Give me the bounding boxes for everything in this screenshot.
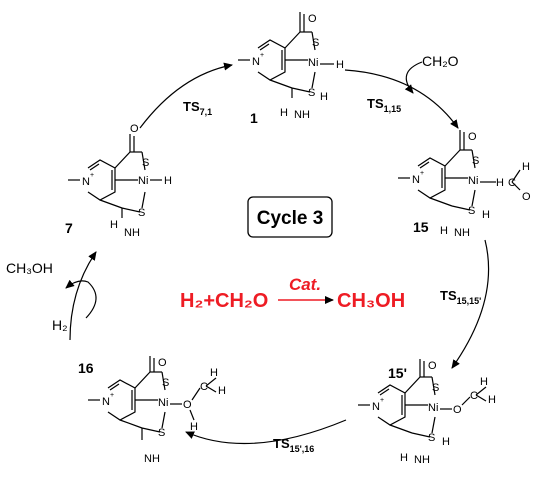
svg-text:H: H [110, 219, 118, 231]
svg-text:N: N [372, 401, 380, 413]
svg-text:O: O [308, 13, 317, 25]
side-species-h2: H₂ [52, 317, 68, 333]
svg-text:Ni: Ni [158, 397, 168, 409]
cycle-arrow-16-to-7 [69, 251, 97, 341]
svg-text:C: C [200, 381, 208, 393]
svg-text:NH: NH [144, 453, 160, 465]
ts-label-15prime-16: TS15',16 [273, 436, 314, 454]
svg-text:+: + [90, 172, 94, 179]
svg-text:NH: NH [124, 227, 140, 239]
compound-label-1: 1 [250, 110, 258, 126]
svg-text:O: O [130, 123, 139, 135]
molecule-15-structure: N + O S Ni H C H O S H H NH [398, 130, 531, 239]
reaction-product: CH₃OH [337, 290, 405, 312]
molecule-15prime-structure: N + O S Ni O C H H S H H NH [358, 359, 496, 466]
svg-text:O: O [428, 360, 437, 372]
reaction-reactants: H₂+CH₂O [180, 290, 268, 312]
svg-text:H: H [336, 59, 344, 71]
svg-text:+: + [420, 170, 424, 177]
svg-text:H: H [440, 225, 448, 237]
ts-label-15-15prime: TS15,15' [440, 288, 481, 306]
svg-text:H: H [218, 385, 226, 397]
svg-text:H: H [280, 107, 288, 119]
svg-text:H: H [400, 452, 408, 464]
ts-label-7-1: TS7,1 [183, 99, 212, 117]
svg-text:NH: NH [454, 227, 470, 239]
svg-text:H: H [488, 394, 496, 406]
svg-text:H: H [190, 421, 198, 433]
cycle-title: Cycle 3 [257, 208, 324, 229]
svg-text:+: + [110, 392, 114, 399]
side-species-ch2o: CH₂O [422, 53, 459, 69]
svg-text:S: S [142, 157, 149, 169]
svg-text:TS1,15: TS1,15 [367, 96, 401, 114]
svg-text:S: S [158, 427, 165, 439]
side-species-ch3oh: CH₃OH [6, 260, 53, 276]
svg-text:H: H [442, 436, 450, 448]
svg-text:C: C [508, 177, 516, 189]
svg-text:TS15',16: TS15',16 [273, 436, 314, 454]
cycle-arrow-15prime-to-16 [185, 419, 347, 445]
svg-text:S: S [432, 382, 439, 394]
svg-text:H: H [480, 376, 488, 388]
svg-text:N: N [102, 396, 110, 408]
svg-text:C: C [470, 390, 478, 402]
molecule-16-structure: N + O S Ni O C H H H S NH [88, 356, 226, 465]
svg-text:H: H [320, 91, 328, 103]
compound-label-7: 7 [65, 220, 73, 236]
svg-text:S: S [468, 205, 475, 217]
svg-text:Ni: Ni [428, 402, 438, 414]
ch2o-input-arrow [404, 61, 423, 94]
svg-text:O: O [453, 404, 462, 416]
svg-text:H: H [210, 367, 218, 379]
svg-text:N: N [82, 176, 90, 188]
molecule-7-structure: N + O S Ni H S H NH [68, 123, 172, 239]
svg-text:Ni: Ni [138, 175, 148, 187]
svg-text:Ni: Ni [468, 175, 478, 187]
svg-text:NH: NH [414, 454, 430, 466]
svg-text:O: O [522, 191, 531, 203]
cycle-arrow-15-to-15prime [451, 239, 490, 369]
molecule-1-structure: N + O S Ni H S H H NH [238, 12, 344, 121]
svg-text:+: + [380, 397, 384, 404]
svg-text:H: H [496, 177, 504, 189]
svg-text:S: S [162, 377, 169, 389]
svg-text:S: S [472, 155, 479, 167]
svg-text:Ni: Ni [308, 57, 318, 69]
compound-label-15prime: 15' [388, 365, 407, 381]
cycle-arrow-7-to-1 [139, 62, 233, 129]
svg-text:N: N [412, 174, 420, 186]
svg-text:NH: NH [294, 109, 310, 121]
svg-text:S: S [428, 432, 435, 444]
ts-label-1-15: TS1,15 [367, 96, 401, 114]
svg-text:H: H [482, 209, 490, 221]
reaction-catalyst: Cat. [289, 275, 321, 294]
svg-text:TS7,1: TS7,1 [183, 99, 212, 117]
svg-text:S: S [312, 37, 319, 49]
svg-text:H: H [164, 175, 172, 187]
svg-text:S: S [138, 207, 145, 219]
svg-text:O: O [158, 357, 167, 369]
compound-label-16: 16 [78, 360, 94, 376]
svg-text:O: O [183, 399, 192, 411]
cycle-title-box [247, 196, 333, 238]
svg-text:N: N [252, 56, 260, 68]
svg-text:S: S [308, 87, 315, 99]
svg-text:TS15,15': TS15,15' [440, 288, 481, 306]
svg-text:H: H [522, 161, 530, 173]
svg-text:O: O [468, 131, 477, 143]
h2-ch3oh-exchange-arrow [65, 279, 97, 319]
compound-label-15: 15 [413, 219, 429, 235]
svg-text:+: + [260, 52, 264, 59]
cycle-arrow-1-to-15 [344, 69, 459, 129]
